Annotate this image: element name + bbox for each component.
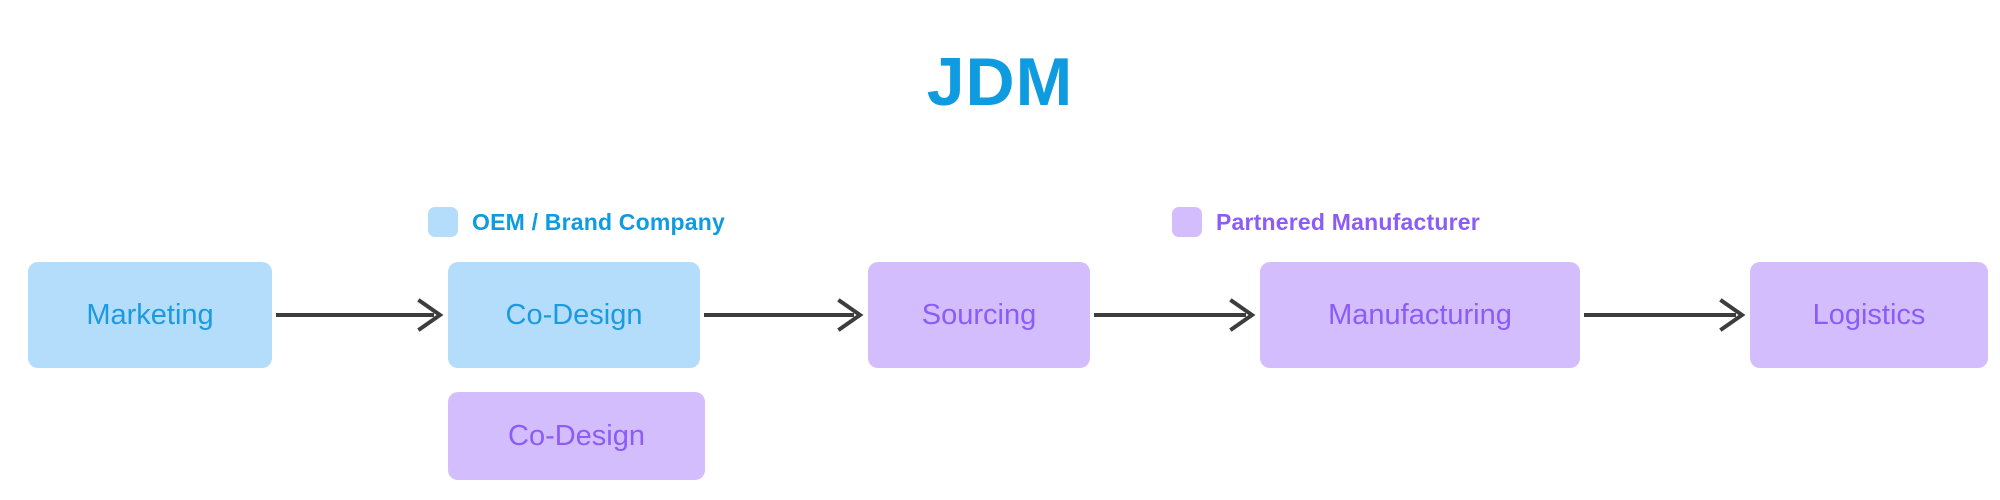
legend-item-partnered-manufacturer: Partnered Manufacturer	[1172, 207, 1480, 237]
square-swatch-icon	[428, 207, 458, 237]
legend-label-oem-brand-company: OEM / Brand Company	[472, 208, 725, 235]
square-swatch-icon	[1172, 207, 1202, 237]
flow-node-co-design-partner[interactable]: Co-Design	[448, 392, 705, 480]
arrow-right-icon	[276, 297, 444, 333]
legend-label-partnered-manufacturer: Partnered Manufacturer	[1216, 208, 1480, 235]
legend-item-oem-brand-company: OEM / Brand Company	[428, 207, 725, 237]
flow-node-logistics[interactable]: Logistics	[1750, 262, 1988, 368]
arrow-right-icon	[1094, 297, 1256, 333]
arrow-right-icon	[1584, 297, 1746, 333]
flow-node-marketing[interactable]: Marketing	[28, 262, 272, 368]
flow-node-co-design-oem[interactable]: Co-Design	[448, 262, 700, 368]
flow-node-manufacturing[interactable]: Manufacturing	[1260, 262, 1580, 368]
arrow-right-icon	[704, 297, 864, 333]
page-title: JDM	[926, 44, 1074, 120]
flow-node-sourcing[interactable]: Sourcing	[868, 262, 1090, 368]
